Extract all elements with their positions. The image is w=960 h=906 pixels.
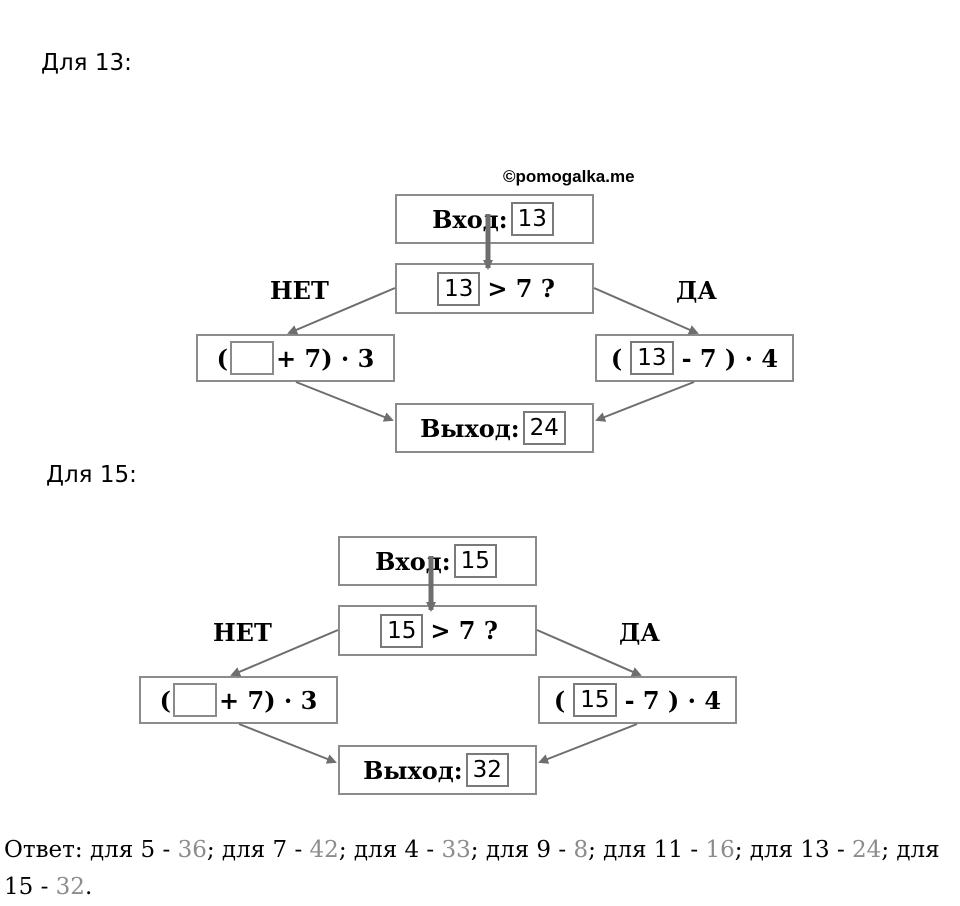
- output-value: 32: [465, 753, 509, 787]
- output-label: Выход:: [363, 755, 463, 785]
- condition-text: > 7 ?: [430, 616, 498, 645]
- no-formula-rest: + 7) · 3: [276, 343, 375, 373]
- no-formula-open: (: [159, 685, 172, 715]
- output-box: Выход: 32: [338, 745, 537, 795]
- watermark: ©pomogalka.me: [503, 167, 635, 186]
- answer-prefix: Ответ:: [4, 837, 90, 863]
- output-box: Выход: 24: [395, 403, 594, 453]
- section-label-15: Для 15:: [46, 462, 137, 488]
- arrow-yes-to-output: [595, 381, 695, 422]
- input-label: Вход:: [432, 204, 508, 234]
- input-box: Вход: 13: [395, 194, 594, 244]
- arrow-condition-to-yes: [593, 287, 699, 335]
- output-value: 24: [522, 411, 566, 445]
- empty-input-slot: [173, 683, 218, 717]
- arrow-condition-to-yes: [536, 629, 642, 677]
- no-formula-box: ( + 7) · 3: [196, 334, 395, 382]
- no-formula-box: ( + 7) · 3: [139, 676, 338, 724]
- no-label: НЕТ: [270, 276, 329, 305]
- yes-formula-open: (: [553, 685, 566, 715]
- answer-item: для 9 - 8;: [485, 837, 604, 863]
- answer-text: Ответ: для 5 - 36; для 7 - 42; для 4 - 3…: [4, 832, 959, 906]
- input-value: 15: [453, 544, 497, 578]
- yes-formula-value: 15: [573, 683, 617, 717]
- condition-value: 13: [437, 271, 481, 306]
- no-label: НЕТ: [213, 618, 272, 647]
- input-box: Вход: 15: [338, 536, 537, 586]
- answer-item: для 4 - 33;: [353, 837, 486, 863]
- yes-formula-value: 13: [630, 341, 674, 375]
- input-value: 13: [510, 202, 554, 236]
- yes-label: ДА: [676, 276, 717, 305]
- condition-box: 13 > 7 ?: [395, 263, 594, 314]
- condition-text: > 7 ?: [487, 274, 555, 303]
- yes-formula-box: ( 13 - 7 ) · 4: [595, 334, 794, 382]
- yes-label: ДА: [619, 618, 660, 647]
- answer-item: для 11 - 16;: [603, 837, 750, 863]
- yes-formula-rest: - 7 ) · 4: [624, 685, 722, 715]
- yes-formula-open: (: [610, 343, 623, 373]
- output-label: Выход:: [420, 413, 520, 443]
- arrow-yes-to-output: [538, 723, 638, 764]
- no-formula-rest: + 7) · 3: [219, 685, 318, 715]
- condition-value: 15: [380, 613, 424, 648]
- condition-box: 15 > 7 ?: [338, 605, 537, 656]
- answer-item: для 5 - 36;: [89, 837, 222, 863]
- no-formula-open: (: [216, 343, 229, 373]
- arrow-condition-to-no: [230, 629, 339, 677]
- answer-item: для 7 - 42;: [221, 837, 354, 863]
- input-label: Вход:: [375, 546, 451, 576]
- answer-item: для 13 - 24;: [749, 837, 897, 863]
- yes-formula-box: ( 15 - 7 ) · 4: [538, 676, 737, 724]
- yes-formula-rest: - 7 ) · 4: [681, 343, 779, 373]
- empty-input-slot: [230, 341, 275, 375]
- arrow-no-to-output: [295, 381, 394, 422]
- arrow-condition-to-no: [287, 287, 396, 335]
- section-label-13: Для 13:: [41, 50, 132, 76]
- answer-item: для 15 - 32.: [4, 837, 940, 900]
- arrow-no-to-output: [238, 723, 337, 764]
